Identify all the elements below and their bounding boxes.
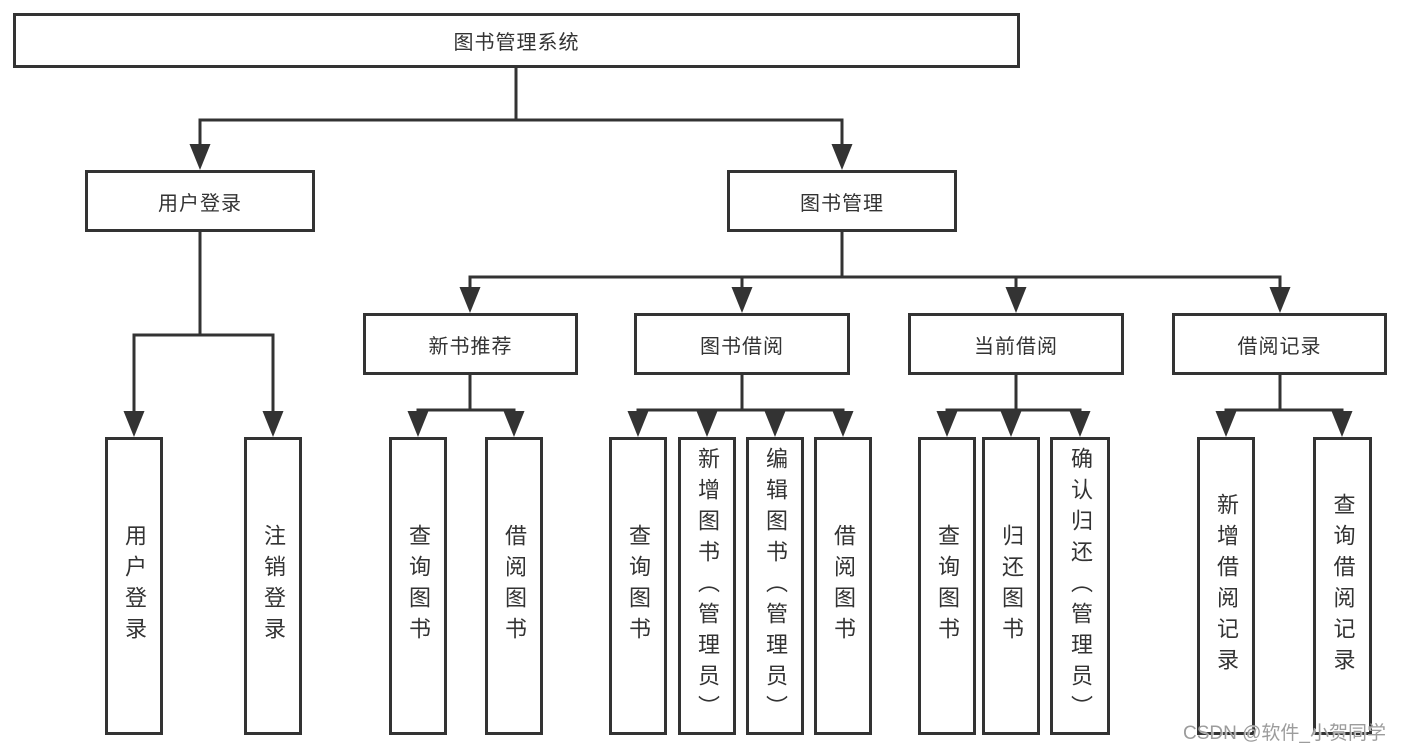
node-book-management-label: 图书管理 bbox=[800, 192, 884, 215]
leaf-label: 新增图书（管理员） bbox=[695, 446, 720, 726]
node-leaf-user-login: 用户登录 bbox=[105, 437, 163, 735]
leaf-label: 编辑图书（管理员） bbox=[763, 446, 788, 726]
node-leaf-query-books-recommend: 查询图书 bbox=[389, 437, 447, 735]
leaf-label: 查询借阅记录 bbox=[1330, 493, 1356, 679]
node-new-book-recommend: 新书推荐 bbox=[363, 313, 578, 375]
node-leaf-borrow-books: 借阅图书 bbox=[814, 437, 872, 735]
node-root-label: 图书管理系统 bbox=[453, 32, 580, 54]
node-leaf-add-book-admin: 新增图书（管理员） bbox=[678, 437, 736, 735]
node-book-borrow: 图书借阅 bbox=[634, 313, 850, 375]
leaf-label: 借阅图书 bbox=[831, 524, 856, 648]
node-leaf-add-borrow-record: 新增借阅记录 bbox=[1197, 437, 1255, 735]
node-user-login-label: 用户登录 bbox=[158, 192, 242, 215]
node-root: 图书管理系统 bbox=[13, 13, 1020, 68]
leaf-label: 查询图书 bbox=[626, 524, 651, 648]
node-leaf-confirm-return-admin: 确认归还（管理员） bbox=[1050, 437, 1110, 735]
node-user-login: 用户登录 bbox=[85, 170, 315, 232]
leaf-label: 借阅图书 bbox=[502, 524, 527, 648]
node-leaf-return-book: 归还图书 bbox=[982, 437, 1040, 735]
leaf-label: 查询图书 bbox=[406, 524, 431, 648]
node-leaf-edit-book-admin: 编辑图书（管理员） bbox=[746, 437, 804, 735]
leaf-label: 用户登录 bbox=[122, 524, 147, 648]
node-borrow-records-label: 借阅记录 bbox=[1237, 335, 1322, 358]
leaf-label: 查询图书 bbox=[935, 524, 960, 648]
node-leaf-logout: 注销登录 bbox=[244, 437, 302, 735]
node-book-borrow-label: 图书借阅 bbox=[700, 335, 784, 358]
node-current-borrow-label: 当前借阅 bbox=[974, 335, 1058, 358]
node-leaf-borrow-books-recommend: 借阅图书 bbox=[485, 437, 543, 735]
node-book-management: 图书管理 bbox=[727, 170, 957, 232]
node-leaf-query-books-borrow: 查询图书 bbox=[609, 437, 667, 735]
node-borrow-records: 借阅记录 bbox=[1172, 313, 1387, 375]
csdn-watermark: CSDN @软件_小贺同学 bbox=[1183, 723, 1386, 744]
leaf-label: 确认归还（管理员） bbox=[1068, 446, 1093, 726]
leaf-label: 归还图书 bbox=[999, 524, 1024, 648]
node-leaf-query-borrow-record: 查询借阅记录 bbox=[1313, 437, 1372, 735]
node-leaf-query-books-current: 查询图书 bbox=[918, 437, 976, 735]
leaf-label: 注销登录 bbox=[261, 524, 286, 648]
node-current-borrow: 当前借阅 bbox=[908, 313, 1124, 375]
leaf-label: 新增借阅记录 bbox=[1214, 493, 1239, 679]
node-new-book-recommend-label: 新书推荐 bbox=[428, 335, 513, 358]
